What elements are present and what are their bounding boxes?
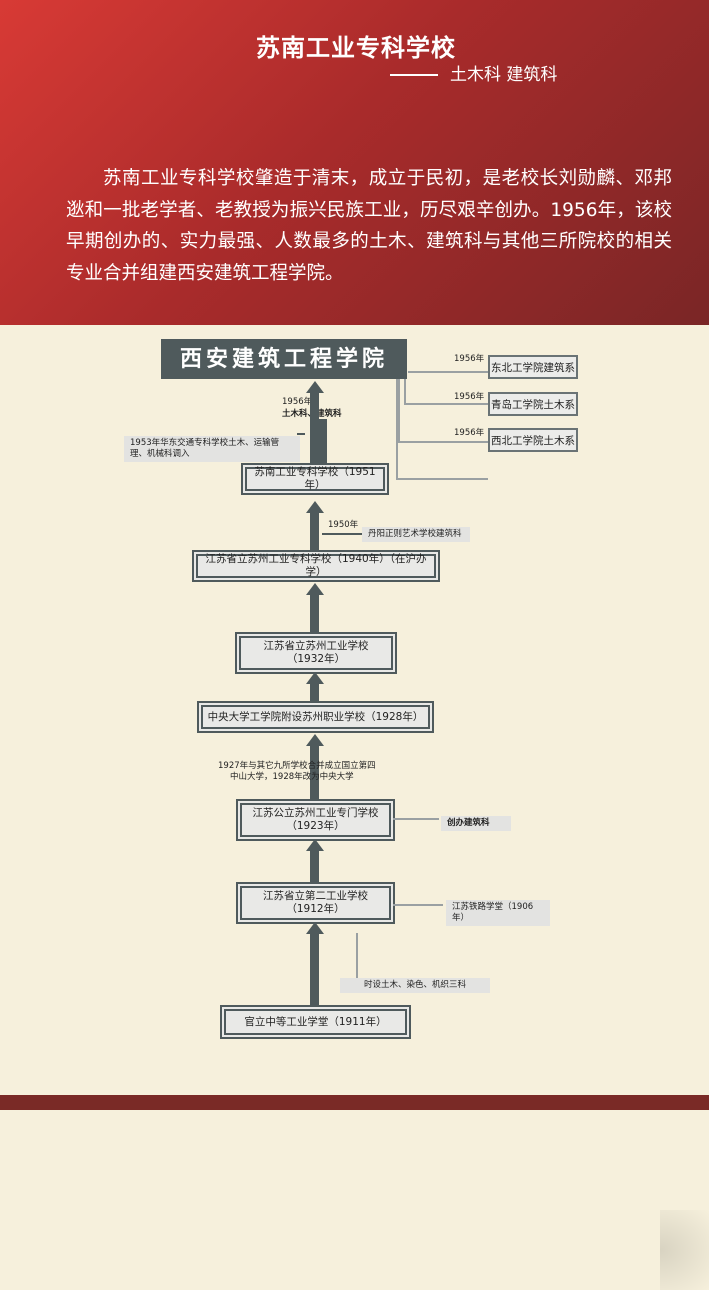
- arrow-head: [306, 583, 324, 595]
- connector-line: [398, 441, 488, 443]
- connector-line: [322, 533, 362, 535]
- arrow-head: [306, 672, 324, 684]
- arrow-shaft: [319, 419, 327, 464]
- stage-1911: 官立中等工业学堂（1911年）: [224, 1009, 407, 1035]
- note-1927-line1: 1927年与其它九所学校合并成立国立第四: [218, 761, 376, 771]
- side-year-1: 1956年: [454, 354, 485, 364]
- stage-1923: 江苏公立苏州工业专门学校 （1923年）: [240, 803, 391, 837]
- connector-line: [396, 478, 488, 480]
- page-title: 苏南工业专科学校: [256, 34, 456, 62]
- stage-1940: 江苏省立苏州工业专科学校（1940年）（在沪办学）: [196, 553, 436, 578]
- connector-line: [297, 433, 305, 435]
- arrow-head: [306, 839, 324, 851]
- stage-1951: 苏南工业专科学校（1951年）: [245, 466, 385, 491]
- arrow-shaft: [310, 746, 319, 802]
- connector-line: [408, 371, 488, 373]
- side-year-2: 1956年: [454, 392, 485, 402]
- note-1956-year: 1956年: [282, 397, 313, 407]
- arrow-shaft: [310, 393, 319, 465]
- stage-1932: 江苏省立苏州工业学校 （1932年）: [239, 636, 393, 670]
- side-school-2: 青岛工学院土木系: [488, 392, 578, 416]
- side-school-1: 东北工学院建筑系: [488, 355, 578, 379]
- arrow-head: [306, 922, 324, 934]
- note-1953: 1953年华东交通专科学校土木、运输管 理、机械科调入: [124, 436, 300, 462]
- subtitle-text: 土木科 建筑科: [450, 65, 558, 85]
- footer-bar: [0, 1095, 709, 1110]
- note-1927-line2: 中山大学，1928年改为中央大学: [230, 772, 354, 782]
- connector-line: [404, 403, 488, 405]
- note-1953-line2: 理、机械科调入: [130, 449, 190, 459]
- side-year-3: 1956年: [454, 428, 485, 438]
- note-1953-line1: 1953年华东交通专科学校土木、运输管: [130, 438, 280, 448]
- connector-line: [393, 904, 443, 906]
- top-school-box: 西安建筑工程学院: [161, 339, 407, 379]
- side-school-3: 西北工学院土木系: [488, 428, 578, 452]
- connector-line: [356, 933, 358, 983]
- arrow-shaft: [310, 513, 319, 551]
- note-1950-text: 丹阳正则艺术学校建筑科: [362, 527, 470, 542]
- arrow-head: [306, 381, 324, 393]
- note-1950-year: 1950年: [328, 520, 359, 530]
- note-1906: 江苏铁路学堂（1906年）: [446, 900, 550, 926]
- stage-1928: 中央大学工学院附设苏州职业学校（1928年）: [201, 705, 430, 729]
- connector-line: [396, 379, 398, 479]
- note-1911: 时设土木、染色、机织三科: [340, 978, 490, 993]
- header-band: 苏南工业专科学校 土木科 建筑科 苏南工业专科学校肇造于清末，成立于民初，是老校…: [0, 0, 709, 325]
- arrow-shaft: [310, 934, 319, 1006]
- decorative-shadow: [660, 1210, 709, 1290]
- arrow-shaft: [310, 595, 319, 635]
- connector-line: [398, 379, 400, 441]
- arrow-head: [306, 501, 324, 513]
- subtitle-dash: [390, 74, 438, 76]
- arrow-shaft: [310, 851, 319, 885]
- arrow-shaft: [310, 684, 319, 704]
- connector-line: [404, 379, 406, 403]
- arrow-head: [306, 734, 324, 746]
- connector-line: [393, 818, 439, 820]
- page-subtitle: 土木科 建筑科: [390, 60, 557, 85]
- history-diagram: 西安建筑工程学院 1956年 东北工学院建筑系 1956年 青岛工学院土木系 1…: [0, 325, 709, 1290]
- note-1923: 创办建筑科: [441, 816, 511, 831]
- stage-1912: 江苏省立第二工业学校 （1912年）: [240, 886, 391, 920]
- intro-paragraph: 苏南工业专科学校肇造于清末，成立于民初，是老校长刘勋麟、邓邦逖和一批老学者、老教…: [66, 168, 672, 284]
